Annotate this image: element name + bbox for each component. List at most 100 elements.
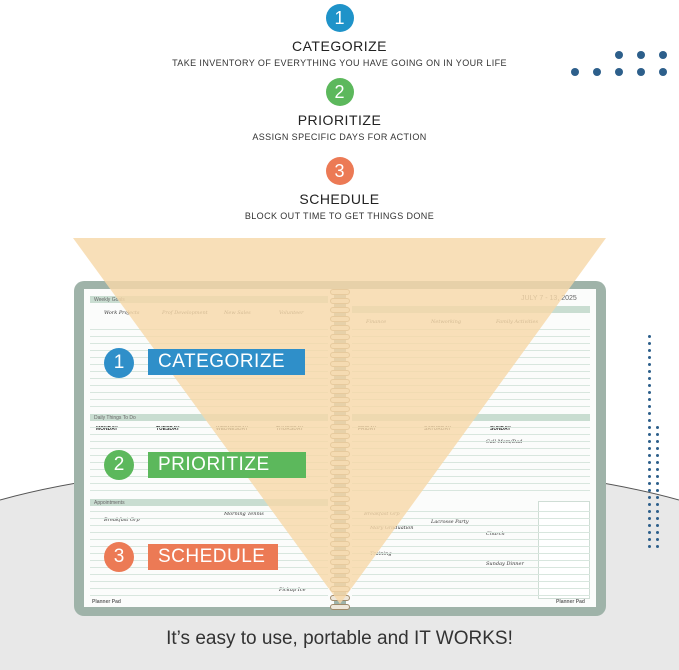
spiral-ring [330,496,350,502]
dot [656,496,659,499]
dot [648,440,651,443]
dot [648,391,651,394]
ruled-line [352,574,590,575]
dot [648,510,651,513]
step-number: 2 [325,78,354,106]
ruled-line [90,392,328,393]
ruled-line [352,371,590,372]
dot [656,426,659,429]
dot [648,349,651,352]
todo-label: Daily Things To Do [94,415,136,421]
spiral-ring [330,559,350,565]
spiral-ring [330,406,350,412]
spiral-ring [330,352,350,358]
dot [648,370,651,373]
ruled-line [352,455,590,456]
dot [648,419,651,422]
ruled-line [352,588,590,589]
tagline: It’s easy to use, portable and IT WORKS! [166,628,513,649]
spiral-ring [330,478,350,484]
dot [656,461,659,464]
ruled-line [352,560,590,561]
spiral-ring [330,307,350,313]
ruled-line [90,581,328,582]
note: Training [370,551,392,557]
ruled-line [352,343,590,344]
spiral-ring [330,604,350,610]
spiral-ring [330,370,350,376]
step-schedule: 3 SCHEDULE BLOCK OUT TIME TO GET THINGS … [0,157,679,221]
category-label: Prof Development [162,310,208,316]
spiral-ring [330,379,350,385]
ruled-line [90,483,328,484]
dot [656,524,659,527]
ruled-line [352,469,590,470]
dot [648,538,651,541]
spiral-ring [330,334,350,340]
banner-number: 2 [104,450,134,480]
ruled-line [352,378,590,379]
ruled-line [352,448,590,449]
spiral-ring [330,532,350,538]
ruled-line [352,336,590,337]
ruled-line [352,462,590,463]
dot [648,524,651,527]
ruled-line [90,518,328,519]
category-label: Work Projects [104,310,140,316]
ruled-line [352,392,590,393]
spiral-ring [330,415,350,421]
dot [648,454,651,457]
category-label: Volunteer [279,310,304,316]
spiral-ring [330,586,350,592]
dot [648,384,651,387]
dot [656,517,659,520]
ruled-line [352,329,590,330]
ruled-line [352,357,590,358]
dot [656,454,659,457]
ruled-line [90,406,328,407]
ruled-line [90,427,328,428]
spiral-ring [330,469,350,475]
dot [656,468,659,471]
ruled-line [90,385,328,386]
ruled-line [90,441,328,442]
dot [648,363,651,366]
dot [656,545,659,548]
step-number: 3 [325,157,354,185]
dot [648,482,651,485]
spiral-ring [330,595,350,601]
spiral-ring [330,514,350,520]
ruled-line [90,343,328,344]
ruled-line [90,378,328,379]
spiral-ring [330,289,350,295]
step-title: SCHEDULE [299,191,380,207]
ruled-line [90,399,328,400]
note: Call Mom/Dad [486,439,523,445]
dot [656,489,659,492]
dot [656,510,659,513]
ruled-line [352,553,590,554]
ruled-line [352,525,590,526]
weekly-goals-label: Weekly Goals [94,297,125,303]
ruled-line [352,532,590,533]
ruled-line [90,434,328,435]
ruled-line [90,329,328,330]
category-label: New Sales [224,310,251,316]
ruled-line [352,595,590,596]
step-subtitle: ASSIGN SPECIFIC DAYS FOR ACTION [252,132,427,142]
dot [648,503,651,506]
dot [648,356,651,359]
dot [648,475,651,478]
spiral-ring [330,343,350,349]
spiral-ring [330,424,350,430]
spiral-ring [330,316,350,322]
ruled-line [90,448,328,449]
ruled-line [352,406,590,407]
ruled-line [90,490,328,491]
dot [648,545,651,548]
dot [656,475,659,478]
spiral-ring [330,541,350,547]
dot [656,447,659,450]
dot [656,538,659,541]
spiral-ring [330,325,350,331]
